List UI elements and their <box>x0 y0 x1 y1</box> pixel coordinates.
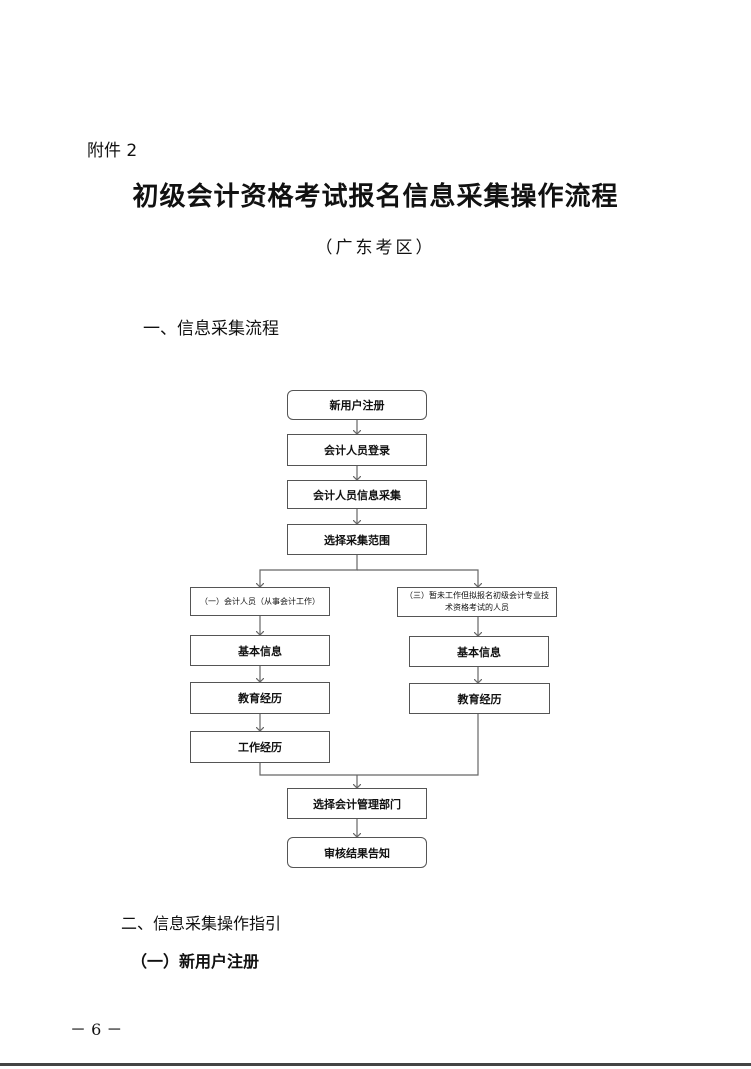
arrow-scope-left <box>260 555 358 587</box>
node-branch-accountant: （一）会计人员（从事会计工作） <box>190 587 330 616</box>
section-heading-process: 一、信息采集流程 <box>143 319 279 339</box>
node-accountant-login: 会计人员登录 <box>287 434 427 466</box>
arrow-scope-right <box>357 569 478 587</box>
node-left-work-experience: 工作经历 <box>190 731 330 763</box>
page-number: － 6 － <box>70 1020 123 1039</box>
node-left-education: 教育经历 <box>190 682 330 714</box>
document-subtitle: （广东考区） <box>315 238 436 258</box>
node-branch-not-employed: （三）暂未工作但拟报名初级会计专业技术资格考试的人员 <box>397 587 557 617</box>
page-bottom-divider <box>0 1063 751 1066</box>
node-new-user-register: 新用户注册 <box>287 390 427 420</box>
subsection-heading-register: （一）新用户注册 <box>131 952 260 971</box>
node-right-education: 教育经历 <box>409 683 550 714</box>
node-select-scope: 选择采集范围 <box>287 524 427 555</box>
node-accountant-info-collect: 会计人员信息采集 <box>287 480 427 509</box>
attachment-label: 附件 2 <box>87 141 138 161</box>
node-review-result-notice: 审核结果告知 <box>287 837 427 868</box>
line-right-merge <box>357 714 479 776</box>
node-left-basic-info: 基本信息 <box>190 635 330 666</box>
section-heading-guide: 二、信息采集操作指引 <box>121 914 282 933</box>
node-select-accounting-dept: 选择会计管理部门 <box>287 788 427 819</box>
node-right-basic-info: 基本信息 <box>409 636 549 667</box>
document-title: 初级会计资格考试报名信息采集操作流程 <box>132 182 619 212</box>
line-left-merge <box>259 763 357 776</box>
